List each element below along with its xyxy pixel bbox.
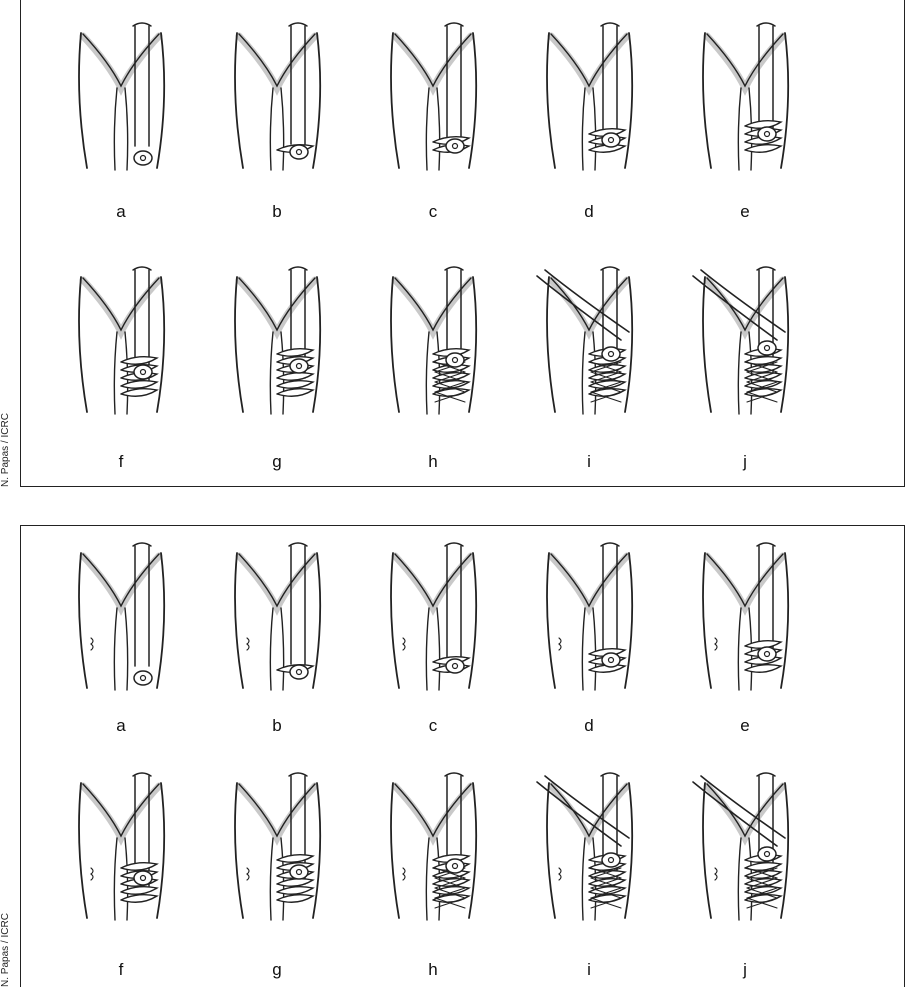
figure-i — [529, 768, 649, 933]
bottom-panel-credit: N. Papas / ICRC — [0, 900, 18, 987]
figure-label: d — [569, 716, 609, 736]
bottom-figure-grid: a b c d e f g h i j — [21, 526, 904, 987]
figure-label: e — [725, 202, 765, 222]
leg-bandage-illustration — [685, 18, 805, 183]
figure-i — [529, 262, 649, 427]
leg-bandage-illustration — [217, 18, 337, 183]
figure-label: j — [725, 452, 765, 472]
figure-label: c — [413, 716, 453, 736]
figure-label: f — [101, 960, 141, 980]
leg-bandage-illustration — [217, 262, 337, 427]
figure-j — [685, 768, 805, 933]
figure-c — [373, 538, 493, 703]
figure-h — [373, 768, 493, 933]
figure-b — [217, 18, 337, 183]
figure-label: j — [725, 960, 765, 980]
figure-g — [217, 768, 337, 933]
leg-bandage-illustration — [685, 262, 805, 427]
figure-label: h — [413, 452, 453, 472]
leg-bandage-illustration — [61, 18, 181, 183]
figure-d — [529, 538, 649, 703]
leg-bandage-illustration — [61, 768, 181, 933]
leg-bandage-illustration — [373, 262, 493, 427]
leg-bandage-illustration — [373, 768, 493, 933]
figure-f — [61, 262, 181, 427]
leg-bandage-illustration — [373, 18, 493, 183]
leg-bandage-illustration — [685, 768, 805, 933]
figure-e — [685, 538, 805, 703]
leg-bandage-illustration — [61, 262, 181, 427]
top-figure-grid: a b c d e f g h i j — [21, 0, 904, 486]
leg-bandage-illustration — [217, 538, 337, 703]
figure-label: f — [101, 452, 141, 472]
figure-label: a — [101, 202, 141, 222]
figure-label: a — [101, 716, 141, 736]
leg-bandage-illustration — [373, 538, 493, 703]
figure-label: g — [257, 960, 297, 980]
leg-bandage-illustration — [217, 768, 337, 933]
figure-label: h — [413, 960, 453, 980]
leg-bandage-illustration — [685, 538, 805, 703]
figure-a — [61, 538, 181, 703]
figure-label: b — [257, 716, 297, 736]
leg-bandage-illustration — [529, 768, 649, 933]
figure-h — [373, 262, 493, 427]
figure-label: d — [569, 202, 609, 222]
figure-d — [529, 18, 649, 183]
top-panel-credit: N. Papas / ICRC — [0, 395, 18, 487]
leg-bandage-illustration — [61, 538, 181, 703]
figure-label: e — [725, 716, 765, 736]
figure-g — [217, 262, 337, 427]
figure-label: b — [257, 202, 297, 222]
figure-label: i — [569, 960, 609, 980]
bottom-illustration-panel: a b c d e f g h i j — [20, 525, 905, 987]
figure-j — [685, 262, 805, 427]
figure-label: c — [413, 202, 453, 222]
leg-bandage-illustration — [529, 18, 649, 183]
figure-label: i — [569, 452, 609, 472]
leg-bandage-illustration — [529, 262, 649, 427]
leg-bandage-illustration — [529, 538, 649, 703]
figure-label: g — [257, 452, 297, 472]
figure-b — [217, 538, 337, 703]
figure-c — [373, 18, 493, 183]
figure-f — [61, 768, 181, 933]
figure-a — [61, 18, 181, 183]
top-illustration-panel: a b c d e f g h i j — [20, 0, 905, 487]
figure-e — [685, 18, 805, 183]
